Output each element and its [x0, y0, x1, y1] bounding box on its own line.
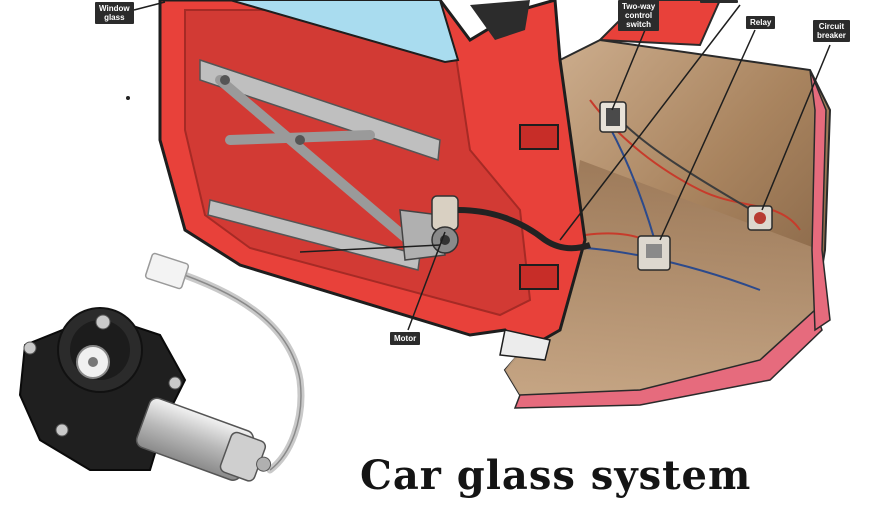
callout-lines	[133, 1, 831, 331]
car-interior	[503, 0, 832, 409]
car-door	[158, 0, 591, 361]
window-motor-unit	[18, 252, 305, 482]
label-circuit-breaker: Circuit breaker	[813, 20, 850, 42]
label-unlabeled-callout	[700, 0, 738, 3]
window-glass	[229, 0, 460, 64]
label-two-way-control-switch: Two-way control switch	[618, 0, 660, 31]
label-window-glass: Window glass	[95, 2, 134, 24]
door-motor	[431, 195, 459, 254]
diagram-title: Car glass system	[360, 452, 752, 499]
motor-can	[135, 397, 272, 482]
two-way-control-switch	[599, 101, 627, 133]
circuit-breaker	[747, 205, 773, 231]
relay	[637, 235, 671, 271]
label-motor: Motor	[390, 332, 421, 345]
connector-plug	[144, 252, 190, 290]
label-relay: Relay	[746, 16, 776, 29]
